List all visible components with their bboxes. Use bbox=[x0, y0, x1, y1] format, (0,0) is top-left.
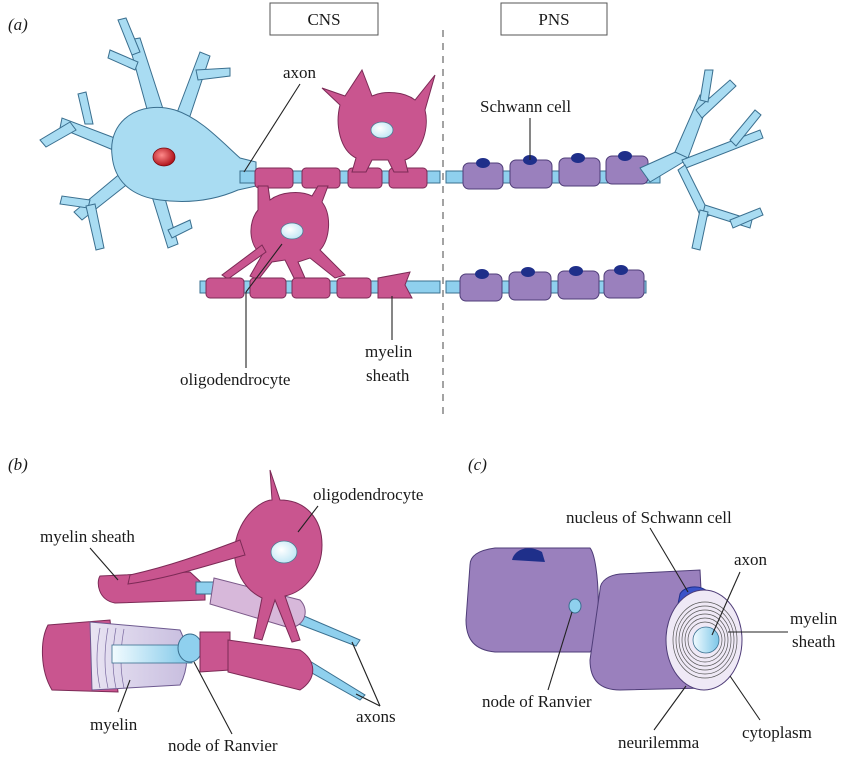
pns-label: PNS bbox=[538, 10, 569, 29]
cross-section-c bbox=[665, 589, 743, 691]
label-cytoplasm-c: cytoplasm bbox=[742, 723, 812, 742]
node-of-ranvier-c bbox=[568, 598, 582, 614]
panel-b-tag: (b) bbox=[8, 455, 28, 474]
label-myelin-sheath-c-1: myelin bbox=[790, 609, 838, 628]
pns-header: PNS bbox=[500, 2, 608, 36]
node-of-ranvier-b bbox=[177, 633, 203, 663]
neuron-cell-body bbox=[39, 17, 257, 251]
cns-myelin-lower bbox=[205, 271, 413, 299]
axon-c-core bbox=[692, 626, 720, 654]
label-node-of-ranvier-b: node of Ranvier bbox=[168, 736, 278, 755]
panel-c-tag: (c) bbox=[468, 455, 487, 474]
label-neurilemma-c: neurilemma bbox=[618, 733, 700, 752]
label-node-of-ranvier-c: node of Ranvier bbox=[482, 692, 592, 711]
panel-a: (a) CNS PNS bbox=[8, 2, 764, 415]
label-oligodendrocyte-a: oligodendrocyte bbox=[180, 370, 290, 389]
label-myelin-b: myelin bbox=[90, 715, 138, 734]
label-axons-b: axons bbox=[356, 707, 396, 726]
cns-label: CNS bbox=[307, 10, 340, 29]
oligodendrocyte-lower bbox=[221, 185, 346, 281]
schwann-cells-upper bbox=[462, 151, 649, 190]
leader-axon-a bbox=[243, 83, 301, 173]
label-myelin-sheath-b: myelin sheath bbox=[40, 527, 135, 546]
oligodendrocyte-b bbox=[127, 469, 323, 643]
oligodendrocyte-upper bbox=[321, 68, 436, 173]
panel-b: (b) oligodend bbox=[8, 455, 423, 755]
label-oligodendrocyte-b: oligodendrocyte bbox=[313, 485, 423, 504]
label-myelin-sheath-a-1: myelin bbox=[365, 342, 413, 361]
schwann-cells-lower bbox=[459, 265, 645, 302]
label-axon-a: axon bbox=[283, 63, 317, 82]
label-myelin-sheath-c-2: sheath bbox=[792, 632, 836, 651]
panel-c: (c) nucleus of Schwann cell axon bbox=[465, 455, 838, 752]
axon-terminal-branches bbox=[639, 69, 764, 251]
panel-a-tag: (a) bbox=[8, 15, 28, 34]
label-myelin-sheath-a-2: sheath bbox=[366, 366, 410, 385]
schwann-nucleus-left bbox=[512, 548, 545, 562]
cns-myelin-upper bbox=[254, 167, 428, 189]
label-nucleus-c: nucleus of Schwann cell bbox=[566, 508, 732, 527]
label-axon-c: axon bbox=[734, 550, 768, 569]
neuron-nucleus bbox=[152, 147, 176, 167]
cns-header: CNS bbox=[269, 2, 379, 36]
label-schwann-cell: Schwann cell bbox=[480, 97, 571, 116]
